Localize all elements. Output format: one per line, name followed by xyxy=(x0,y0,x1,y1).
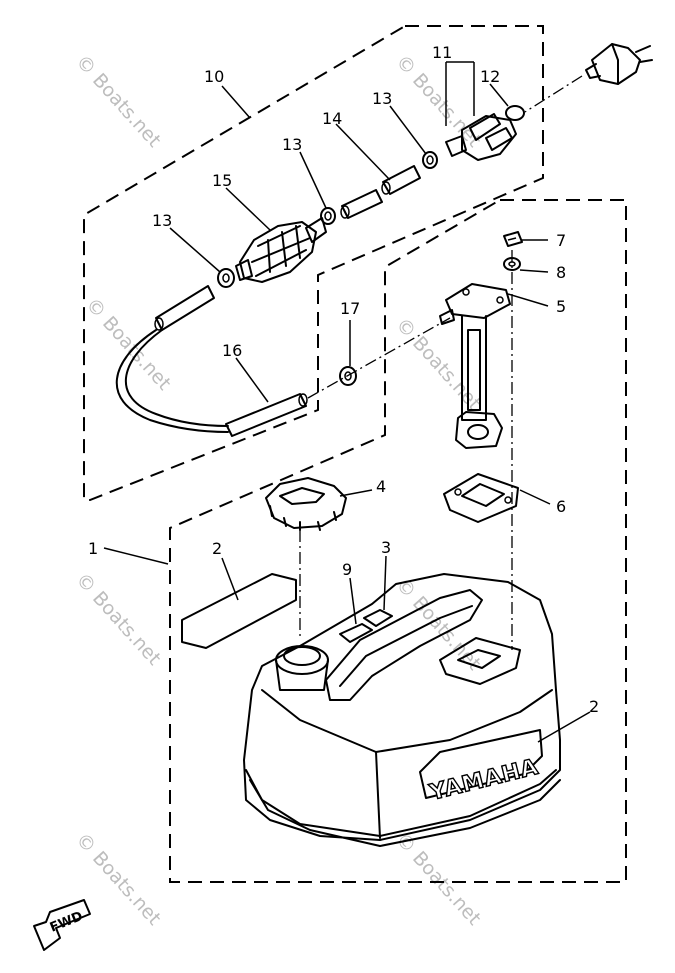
callout-5: 5 xyxy=(556,297,566,316)
callout-14: 14 xyxy=(322,109,342,128)
callout-8: 8 xyxy=(556,263,566,282)
leader-lines xyxy=(103,61,591,743)
fuel-line-axis xyxy=(307,317,451,399)
watermark: © Boats.net xyxy=(71,569,165,670)
long-fuel-line xyxy=(115,329,229,433)
part-15-primer-bulb xyxy=(235,217,327,283)
callout-6: 6 xyxy=(556,497,566,516)
watermark: © Boats.net xyxy=(71,829,165,930)
part-11-joint xyxy=(445,113,517,161)
callout-13: 13 xyxy=(282,135,302,154)
watermarks: © Boats.net © Boats.net © Boats.net © Bo… xyxy=(71,51,485,930)
direction-label: FWD xyxy=(48,909,85,936)
callout-12: 12 xyxy=(480,67,500,86)
watermark: © Boats.net xyxy=(391,314,485,415)
connector-axis xyxy=(524,75,583,113)
short-hose xyxy=(155,285,215,331)
forward-arrow: FWD xyxy=(33,899,91,951)
part-13-clip-mid xyxy=(320,207,336,225)
part-5-fuel-gauge-assembly xyxy=(439,283,511,449)
callout-11: 11 xyxy=(432,43,452,62)
callout-13: 13 xyxy=(372,89,392,108)
part-12-o-ring xyxy=(505,105,525,121)
tank-group-boundary xyxy=(169,199,627,883)
part-1-fuel-tank: YAMAHA xyxy=(243,573,561,847)
watermark: © Boats.net xyxy=(71,51,165,152)
callout-4: 4 xyxy=(376,477,386,496)
callout-numbers: 1 2 2 3 4 5 6 7 8 9 10 11 12 13 13 13 14… xyxy=(88,43,599,716)
callout-3: 3 xyxy=(381,538,391,557)
watermark: © Boats.net xyxy=(81,294,175,395)
part-4-filler-cap xyxy=(265,477,347,531)
hose-end xyxy=(154,317,164,331)
washer-hole xyxy=(508,261,516,267)
callout-2: 2 xyxy=(589,697,599,716)
callout-16: 16 xyxy=(222,341,242,360)
part-7-screw xyxy=(503,231,523,247)
part-16-hose xyxy=(225,393,307,437)
part-17-clip xyxy=(339,366,357,386)
callout-9: 9 xyxy=(342,560,352,579)
long-fuel-line-inner xyxy=(125,329,229,427)
callout-15: 15 xyxy=(212,171,232,190)
part-13-clip-top xyxy=(422,151,438,169)
part-6-gasket xyxy=(443,473,519,523)
fuel-line-group-boundary xyxy=(83,25,544,501)
callout-2: 2 xyxy=(212,539,222,558)
callout-13: 13 xyxy=(152,211,172,230)
callout-17: 17 xyxy=(340,299,360,318)
part-13-clip-bottom xyxy=(217,268,235,288)
fuel-connector xyxy=(585,43,653,85)
brand-label: YAMAHA xyxy=(426,755,541,806)
callout-10: 10 xyxy=(204,67,224,86)
watermark: © Boats.net xyxy=(391,829,485,930)
callout-1: 1 xyxy=(88,539,98,558)
hose-end xyxy=(298,393,308,407)
part-14-hose xyxy=(340,165,421,219)
watermark: © Boats.net xyxy=(391,574,485,675)
watermark: © Boats.net xyxy=(391,51,485,152)
callout-7: 7 xyxy=(556,231,566,250)
part-2-decal-left xyxy=(181,573,297,649)
